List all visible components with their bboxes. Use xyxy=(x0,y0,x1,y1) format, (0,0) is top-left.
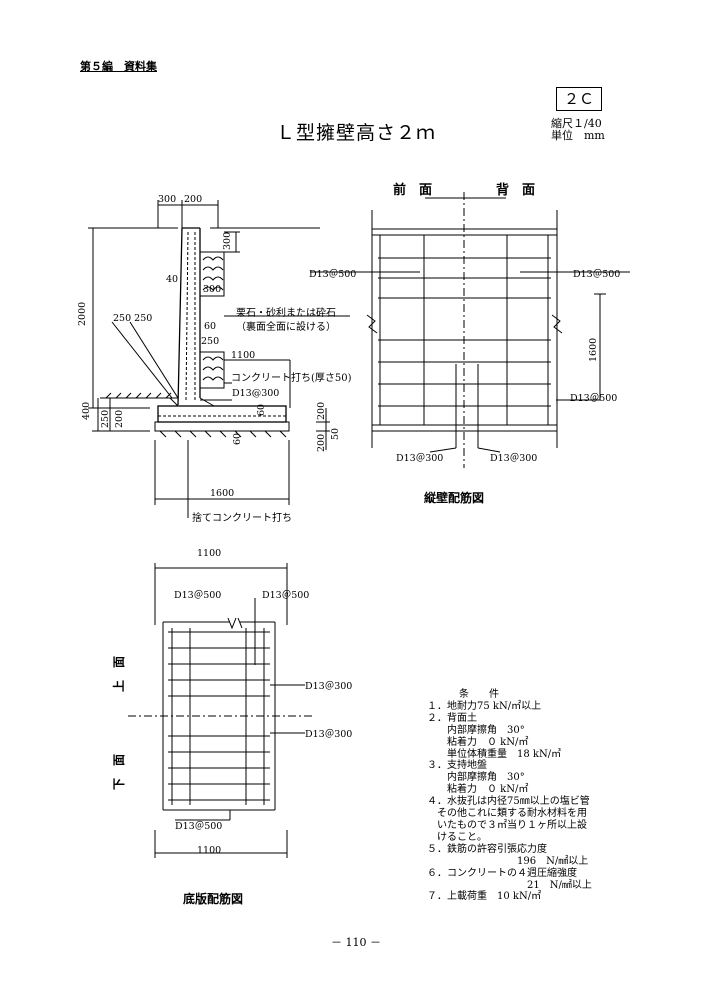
dim-2000: 2000 xyxy=(77,301,88,326)
condition-line: ２．背面土 xyxy=(427,712,477,724)
scale-ratio: 縮尺１/40 xyxy=(551,117,602,130)
base-lower-face-label: 下 面 xyxy=(112,753,126,790)
condition-line: 21 N/㎟以上 xyxy=(427,879,592,891)
page-number: － 110 － xyxy=(331,936,381,949)
scale-unit: 単位 mm xyxy=(551,129,605,142)
wall-back-label: 背 面 xyxy=(496,183,536,198)
wall-bar-bottom-right: D13＠300 xyxy=(490,453,538,464)
section-header: 第５編 資料集 xyxy=(80,60,157,73)
wall-height-dim: 1600 xyxy=(588,337,599,362)
base-upper-face-label: 上 面 xyxy=(112,655,126,692)
base-rebar-caption: 底版配筋図 xyxy=(183,892,244,906)
condition-line: ３．支持地盤 xyxy=(427,760,487,772)
base-bar-right-upper: D13＠300 xyxy=(305,681,353,692)
dim-60-c: 60 xyxy=(232,432,243,445)
dim-200-top: 200 xyxy=(184,194,203,205)
dim-200-a: 200 xyxy=(114,409,125,428)
condition-line: その他これに類する耐水材料を用 xyxy=(427,808,587,820)
base-width-top: 1100 xyxy=(197,548,222,559)
base-bar-top-right: D13＠500 xyxy=(262,590,310,601)
condition-line: 粘着力 ０ kN/㎡ xyxy=(427,736,529,748)
base-bar-right-lower: D13＠300 xyxy=(305,729,353,740)
note-fill-stone-sub: （裏面全面に設ける） xyxy=(236,322,336,333)
base-rebar-lines xyxy=(128,563,315,858)
note-concrete: コンクリート打ち(厚さ50) xyxy=(231,373,352,384)
condition-line: ６．コンクリートの４週圧縮強度 xyxy=(427,867,577,879)
condition-line: いたもので３㎡当り１ヶ所以上設 xyxy=(427,819,587,831)
condition-line: ７．上載荷重 10 kN/㎡ xyxy=(427,891,542,903)
condition-line: 196 N/㎟以上 xyxy=(427,855,589,867)
base-bar-top-left: D13＠500 xyxy=(174,590,222,601)
scale-info: 縮尺１/40 単位 mm xyxy=(551,118,605,142)
wall-front-label: 前 面 xyxy=(393,183,433,198)
wall-bar-right-low: D13＠500 xyxy=(570,393,618,404)
dim-60-a: 60 xyxy=(204,321,217,332)
wall-rebar-caption: 縦壁配筋図 xyxy=(424,491,485,505)
wall-bar-bottom-left: D13＠300 xyxy=(396,453,444,464)
note-fill-stone: 栗石・砂利または砕石 xyxy=(236,308,336,319)
condition-line: １．地耐力75 kN/㎡以上 xyxy=(427,700,542,712)
drawing-title: Ｌ型擁壁高さ２ｍ xyxy=(276,122,437,144)
dim-400: 400 xyxy=(81,401,92,420)
conditions-heading: 条 件 xyxy=(459,689,499,700)
condition-line: ４．水抜孔は内径75㎜以上の塩ビ管 xyxy=(427,796,590,808)
note-d13: D13@300 xyxy=(232,388,280,399)
cross-section-lines xyxy=(88,200,350,518)
wall-bar-right: D13＠500 xyxy=(573,269,621,280)
conditions-block: 条 件 １．地耐力75 kN/㎡以上 ２．背面土 内部摩擦角 30° 粘着力 ０… xyxy=(427,689,647,903)
dim-250-250: 250 250 xyxy=(113,313,153,324)
dim-250: 250 xyxy=(201,336,220,347)
condition-line: けること。 xyxy=(427,831,487,843)
dim-40: 40 xyxy=(166,274,179,285)
dim-50: 50 xyxy=(330,427,341,440)
base-bar-bottom: D13＠500 xyxy=(175,821,223,832)
note-lean-concrete: 捨てコンクリート打ち xyxy=(192,513,292,524)
dim-1600-base: 1600 xyxy=(210,488,235,499)
condition-line: 内部摩擦角 30° xyxy=(427,772,525,784)
condition-line: 粘着力 ０ kN/㎡ xyxy=(427,784,529,796)
condition-line: 内部摩擦角 30° xyxy=(427,724,525,736)
dim-200-b: 200 xyxy=(316,401,327,420)
dim-200-c: 200 xyxy=(316,433,327,452)
condition-line: 単位体積重量 18 kN/㎥ xyxy=(427,748,562,760)
base-width-bottom: 1100 xyxy=(197,845,222,856)
drawing-code: ２Ｃ xyxy=(556,87,602,111)
dim-1100: 1100 xyxy=(231,350,256,361)
dim-250-b: 250 xyxy=(100,409,111,428)
wall-rebar-lines xyxy=(310,192,630,468)
wall-bar-left: D13＠500 xyxy=(309,269,357,280)
condition-line: ５．鉄筋の許容引張応力度 xyxy=(427,843,547,855)
dim-300-right-b: 300 xyxy=(203,284,222,295)
dim-300-right-a: 300 xyxy=(222,231,233,250)
dim-300-top: 300 xyxy=(158,194,177,205)
dim-60-b: 60 xyxy=(256,403,267,416)
